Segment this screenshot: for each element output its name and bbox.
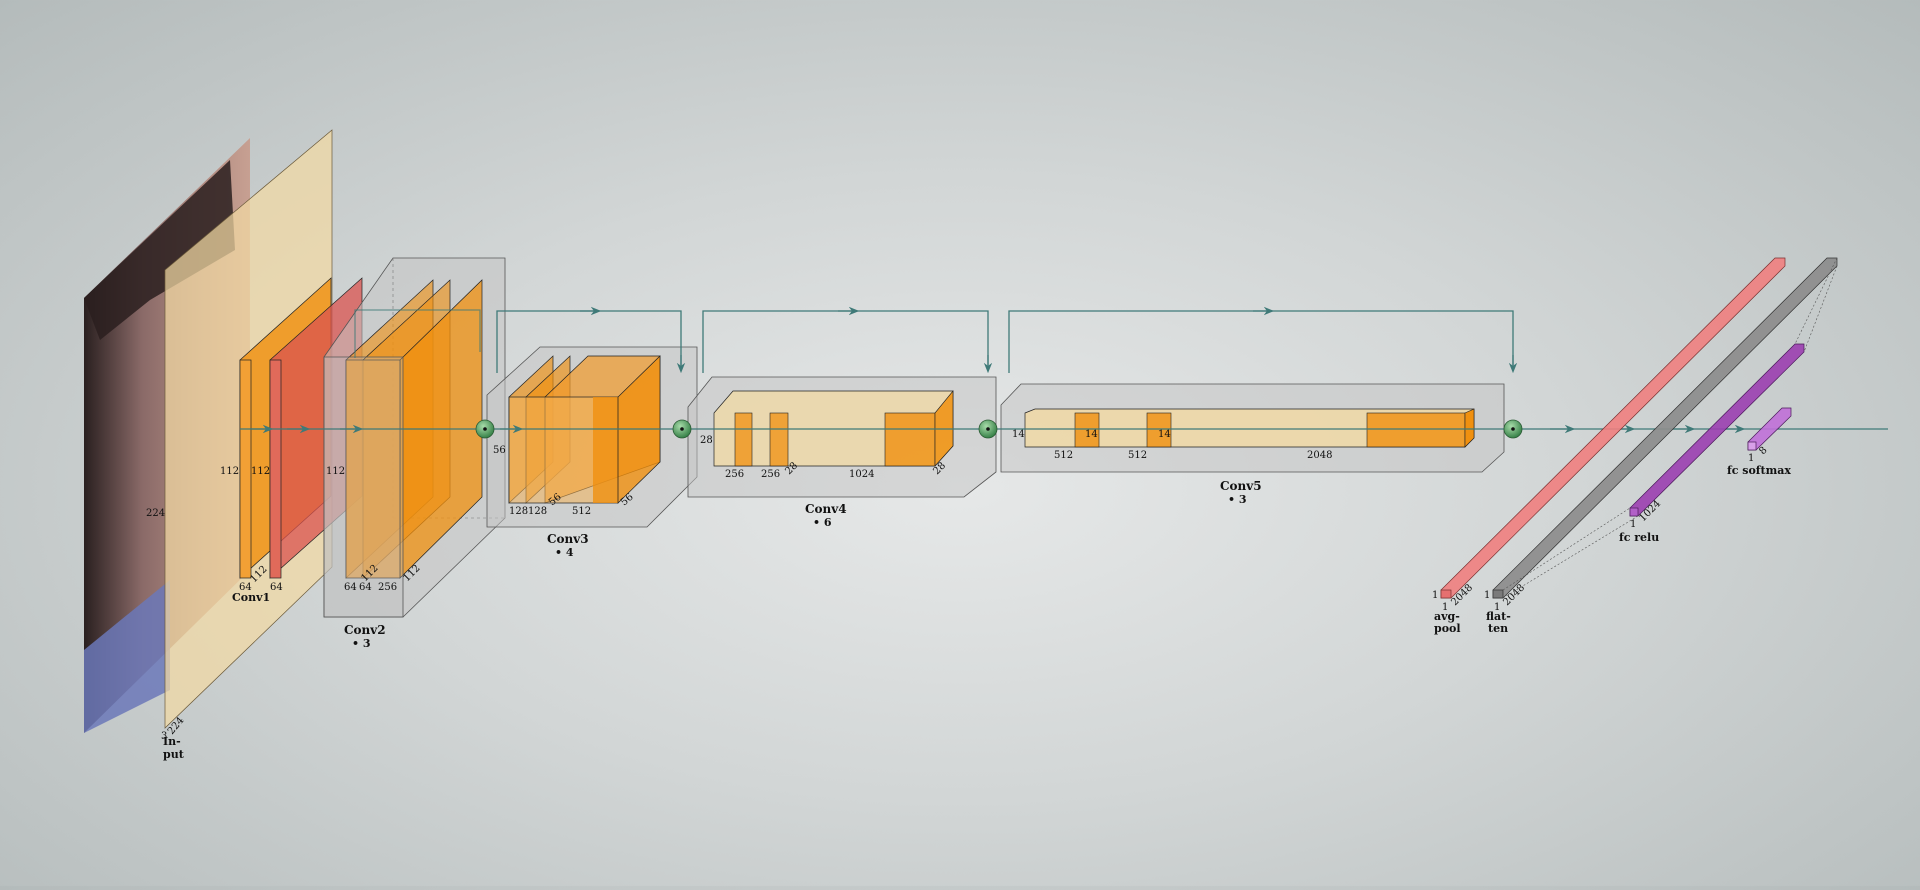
face-hair [84,160,235,340]
conv3-dim-c: 128 [528,506,547,517]
conv5-repeat: • 3 [1228,493,1247,506]
avgpool-front [1440,589,1452,599]
flatten-dim-a: 1 [1484,590,1490,601]
conv5-dim-b: 512 [1054,450,1073,461]
conv2-block: 112 64 64 256 112 112 Conv2 • 3 [323,257,506,650]
face-collar [84,580,170,733]
fc-relu-dim-a: 1 [1630,519,1636,530]
conv1-dim-b: 112 [251,466,270,477]
input-dim-channels: 3 [161,731,167,742]
conv5-dim-a: 14 [1012,429,1025,440]
skip-conv4 [702,310,989,373]
sum-node-4-icon [1503,419,1523,439]
conv4-dim-e: 1024 [849,469,874,480]
sum-node-2-icon [672,419,692,439]
sum-node-3-icon [978,419,998,439]
conv2-gray-box-front [323,356,404,618]
avgpool-label-1: avg- [1434,610,1460,623]
input-dim-height: 224 [146,508,165,519]
fc-relu-label: fc relu [1619,531,1659,544]
conv3-orange-end [593,397,618,503]
conv5-dim-f: 2048 [1307,450,1332,461]
conv5-dim-c: 14 [1085,429,1098,440]
conv1-relu-front [269,359,282,579]
conv5-slab-3 [1366,412,1466,448]
input-label-1: In- [163,735,181,748]
skip-conv5 [1008,310,1514,373]
conv5-dim-e: 14 [1158,429,1171,440]
conv2-dim-c: 64 [359,582,372,593]
input-label-2: put [163,748,185,761]
dense-line-3 [1803,265,1838,353]
avgpool-dim-a: 1 [1432,590,1438,601]
flatten-label-2: ten [1488,622,1508,635]
conv2-slab-front [345,359,401,579]
conv5-block: 14 512 14 512 14 2048 Conv5 • 3 [1000,383,1505,506]
conv3-repeat: • 4 [555,546,574,559]
conv2-dim-d: 256 [378,582,397,593]
conv4-block: 28 256 256 28 1024 28 Conv4 • 6 [687,376,997,529]
avgpool-dim-b: 1 [1442,602,1448,613]
conv1-dim-e: 64 [270,582,283,593]
conv1-label: Conv1 [232,591,270,604]
flatten-front [1492,589,1504,599]
conv5-slab-1 [1074,412,1100,448]
dense-line-2 [1502,507,1631,591]
conv4-slab-1 [734,412,753,467]
flatten-label-1: flat- [1486,610,1511,623]
flatten-layer: 1 1 2048 flat- ten [1484,257,1838,635]
conv4-dim-b: 256 [725,469,744,480]
conv2-repeat: • 3 [352,637,371,650]
conv1-dim-a: 112 [220,466,239,477]
conv3-dim-e: 512 [572,506,591,517]
conv1-dim-c: 64 [239,582,252,593]
conv3-dim-a: 56 [493,445,506,456]
conv1-conv-front [239,359,252,579]
sum-node-1-icon [475,419,495,439]
dense-connections [1502,257,1838,599]
conv4-slab-2 [769,412,789,467]
conv4-label: Conv4 [805,502,847,516]
fc-softmax-dim-b: 8 [1757,445,1769,457]
sum-nodes [475,419,1523,439]
avgpool-label-2: pool [1434,622,1461,635]
conv3-label: Conv3 [547,532,589,546]
fc-softmax-dim-a: 1 [1748,453,1754,464]
skip-conv2 [354,309,481,358]
conv4-repeat: • 6 [813,516,832,529]
conv3-block: 56 128 128 56 512 56 Conv3 • 4 [486,346,698,559]
conv4-dim-a: 28 [700,435,713,446]
skip-connections [354,306,1518,374]
conv4-dim-c: 256 [761,469,780,480]
conv2-dim-a: 112 [326,466,345,477]
fc-softmax-front [1747,441,1757,451]
conv5-dim-d: 512 [1128,450,1147,461]
avgpool-layer: 1 1 2048 avg- pool [1432,257,1786,635]
fc-relu-front [1629,507,1639,517]
conv5-slab-2 [1146,412,1172,448]
conv3-dim-b: 128 [509,506,528,517]
conv5-label: Conv5 [1220,479,1262,493]
flatten-bar [1492,257,1838,599]
conv5-tube-end [1464,408,1475,448]
conv2-label: Conv2 [344,623,386,637]
flatten-dim-b: 1 [1494,602,1500,613]
conv2-dim-b: 64 [344,582,357,593]
fc-softmax-label: fc softmax [1727,464,1791,477]
conv4-slab-3 [884,412,936,467]
